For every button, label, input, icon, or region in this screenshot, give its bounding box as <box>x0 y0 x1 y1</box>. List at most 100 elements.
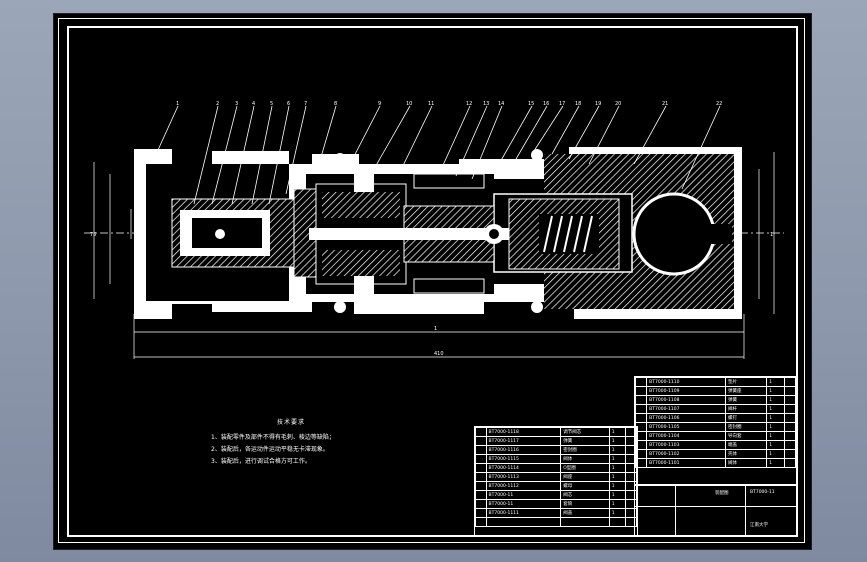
bom-right-cell: 1 <box>766 431 785 441</box>
balloon-3: 3 <box>235 101 238 107</box>
bom-right-cell <box>783 395 796 405</box>
bom-left-cell: BT7000-1118 <box>485 427 562 437</box>
bom-right-cell <box>635 404 648 414</box>
bom-left-cell: 阀座 <box>560 472 610 482</box>
bom-right-cell <box>783 449 796 459</box>
bom-left-cell <box>475 463 487 473</box>
bom-left-cell: 螺母 <box>560 481 610 491</box>
bom-right-cell: 阀杆 <box>725 404 768 414</box>
bom-left-cell: 1 <box>608 481 627 491</box>
title-block-code: BT7000-11 <box>750 490 775 495</box>
balloon-16: 16 <box>543 101 549 107</box>
bom-left-cell: BT7000-11 <box>485 499 562 509</box>
bom-right-cell: 1 <box>766 422 785 432</box>
title-block: 装配图 BT7000-11 江南大学 <box>635 484 796 536</box>
balloon-17: 17 <box>559 101 565 107</box>
bom-left-row <box>475 517 637 527</box>
inner-parts <box>171 149 620 313</box>
bom-right-cell: 1 <box>766 377 785 387</box>
bom-right-cell: BT7000-1108 <box>646 395 727 405</box>
bom-left-cell <box>475 427 487 437</box>
bom-right-cell: 端盖 <box>725 440 768 450</box>
title-block-org: 江南大学 <box>750 523 768 528</box>
tech-requirements-title: 技术要求 <box>277 419 306 426</box>
bom-right-cell: 弹簧座 <box>725 386 768 396</box>
balloon-11: 11 <box>428 101 434 107</box>
bom-left-cell: O型圈 <box>560 463 610 473</box>
bom-right-cell: BT7000-1102 <box>646 449 727 459</box>
bom-right-cell <box>783 413 796 423</box>
title-block-name: 装配图 <box>715 491 729 496</box>
bom-right-cell <box>635 449 648 459</box>
bom-right-cell: BT7000-1105 <box>646 422 727 432</box>
bom-left-cell: 1 <box>608 499 627 509</box>
bom-left-cell: 1 <box>608 427 627 437</box>
bom-left-cell: BT7000-1112 <box>485 481 562 491</box>
bom-left-cell <box>475 499 487 509</box>
bom-left-cell <box>475 490 487 500</box>
bom-right-cell: BT7000-1107 <box>646 404 727 414</box>
bom-right-cell <box>783 458 796 468</box>
bom-right-cell: 1 <box>766 386 785 396</box>
bom-left-cell <box>608 517 627 527</box>
bom-left-cell: 1 <box>608 472 627 482</box>
tech-req-1: 1、装配零件及部件不得有毛刺、棱边等缺陷； <box>211 434 335 441</box>
bom-right-cell <box>635 458 648 468</box>
balloon-labels: 1 2 3 4 5 6 7 8 9 10 11 12 13 14 15 16 1… <box>90 101 773 357</box>
bom-left-cell: 套筒 <box>560 499 610 509</box>
bom-right-cell: 1 <box>766 449 785 459</box>
bom-right-cell <box>783 377 796 387</box>
bom-right-cell <box>635 422 648 432</box>
bom-right-cell: BT7000-1104 <box>646 431 727 441</box>
bom-right-cell: 壳体 <box>725 449 768 459</box>
bom-left-cell: 密封圈 <box>560 445 610 455</box>
bom-right-cell <box>783 422 796 432</box>
bom-left-cell <box>475 472 487 482</box>
balloon-12: 12 <box>466 101 472 107</box>
bom-right-cell: 弹簧 <box>725 395 768 405</box>
bom-right-cell <box>783 431 796 441</box>
bom-left-cell: 1 <box>608 508 627 518</box>
bom-left-cell <box>475 517 487 527</box>
bom-right-cell: 1 <box>766 404 785 414</box>
sheet-outer-border <box>58 18 805 543</box>
bom-right-cell <box>635 395 648 405</box>
bom-left-cell <box>485 517 562 527</box>
leader-lines <box>157 105 721 205</box>
balloon-9: 9 <box>378 101 381 107</box>
bom-left-cell: BT7000-1115 <box>485 454 562 464</box>
bom-left-cell <box>475 436 487 446</box>
balloon-21: 21 <box>662 101 668 107</box>
bom-left-cell: 弹簧 <box>560 436 610 446</box>
bom-left-cell <box>475 508 487 518</box>
bom-right-cell: 垫片 <box>725 377 768 387</box>
balloon-14: 14 <box>498 101 504 107</box>
bom-left-cell: BT7000-1113 <box>485 472 562 482</box>
bom-right-cell <box>635 431 648 441</box>
bom-left-cell <box>475 454 487 464</box>
bom-left-cell: BT7000-1111 <box>485 508 562 518</box>
bom-left-cell: 阀芯 <box>560 490 610 500</box>
bom-right-cell: 密封圈 <box>725 422 768 432</box>
bom-left-cell: 阀体 <box>560 454 610 464</box>
bom-right-cell: BT7000-1109 <box>646 386 727 396</box>
bom-right-cell: 1 <box>766 458 785 468</box>
bom-right-cell: 1 <box>766 440 785 450</box>
balloon-2: 2 <box>216 101 219 107</box>
tech-req-3: 3、装配后，进行调试合格方可工作。 <box>211 458 311 465</box>
dim-right-height: 1 <box>770 232 773 238</box>
